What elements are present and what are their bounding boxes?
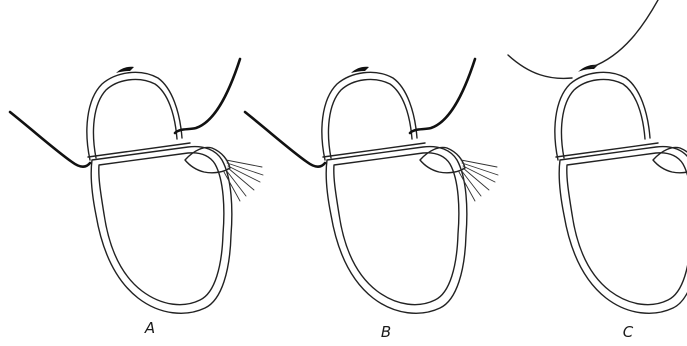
panel-label-b: B <box>381 323 391 341</box>
panel-label-c: C <box>623 323 634 341</box>
panel-b-diagram <box>245 59 498 313</box>
panel-c-diagram <box>508 0 687 313</box>
panel-a-diagram <box>10 59 263 313</box>
panel-label-a: A <box>144 319 155 337</box>
